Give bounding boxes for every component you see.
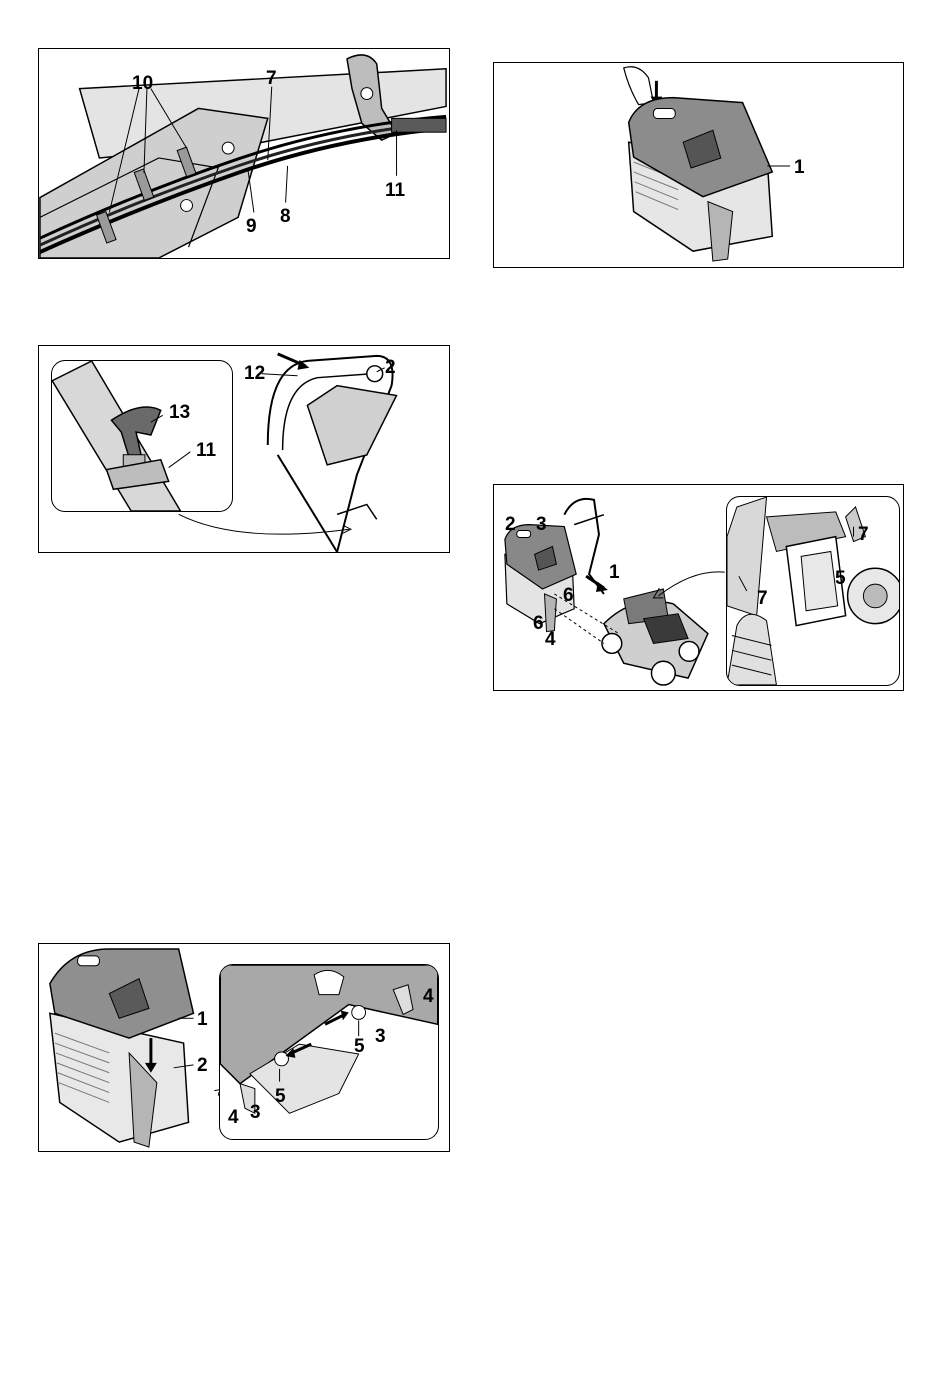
callout-4-left: 4: [228, 1108, 239, 1127]
callout-9: 9: [246, 217, 257, 236]
catcher-press-illustration: [494, 63, 903, 267]
callout-10: 10: [132, 74, 153, 93]
callout-5: 5: [835, 569, 846, 588]
callout-2: 2: [197, 1056, 208, 1075]
callout-4-right: 4: [423, 987, 434, 1006]
callout-8: 8: [280, 207, 291, 226]
callout-11-inset: 11: [196, 441, 216, 460]
callout-2: 2: [505, 515, 516, 534]
detail-inset-lid-hinge: 5 5 3 4 3 4: [219, 964, 439, 1140]
callout-7-bottom: 7: [757, 589, 768, 608]
detail-inset-starter-grip: 13 11: [51, 360, 233, 512]
callout-7-top: 7: [858, 525, 869, 544]
catcher-hooks-detail: [727, 497, 899, 685]
figure-catcher-attach-mower: 7 5 7 2 3 1 6 6 4: [493, 484, 904, 691]
callout-3: 3: [536, 515, 547, 534]
callout-1: 1: [197, 1010, 208, 1029]
callout-1: 1: [794, 158, 805, 177]
callout-3-right: 3: [375, 1027, 386, 1046]
callout-4: 4: [545, 630, 556, 649]
callout-11: 11: [385, 181, 405, 200]
callout-7: 7: [266, 69, 277, 88]
callout-12: 12: [244, 364, 265, 383]
callout-6-left: 6: [533, 614, 544, 633]
figure-catcher-lid-press: 1: [493, 62, 904, 268]
callout-3-left: 3: [250, 1103, 261, 1122]
figure-cable-routing: 10 7 11 9 8: [38, 48, 450, 259]
starter-grip-detail: [52, 361, 232, 511]
callout-6-right: 6: [563, 586, 574, 605]
figure-catcher-lid-assembly: 5 5 3 4 3 4 1 2: [38, 943, 450, 1152]
callout-1: 1: [609, 563, 620, 582]
callout-5-right: 5: [354, 1037, 365, 1056]
cable-routing-illustration: [39, 49, 449, 258]
callout-2: 2: [385, 358, 396, 377]
callout-13: 13: [169, 403, 190, 422]
callout-5-left: 5: [275, 1087, 286, 1106]
detail-inset-catcher-hooks: 7 5 7: [726, 496, 900, 686]
figure-handle-starter: 13 11 12 2: [38, 345, 450, 553]
